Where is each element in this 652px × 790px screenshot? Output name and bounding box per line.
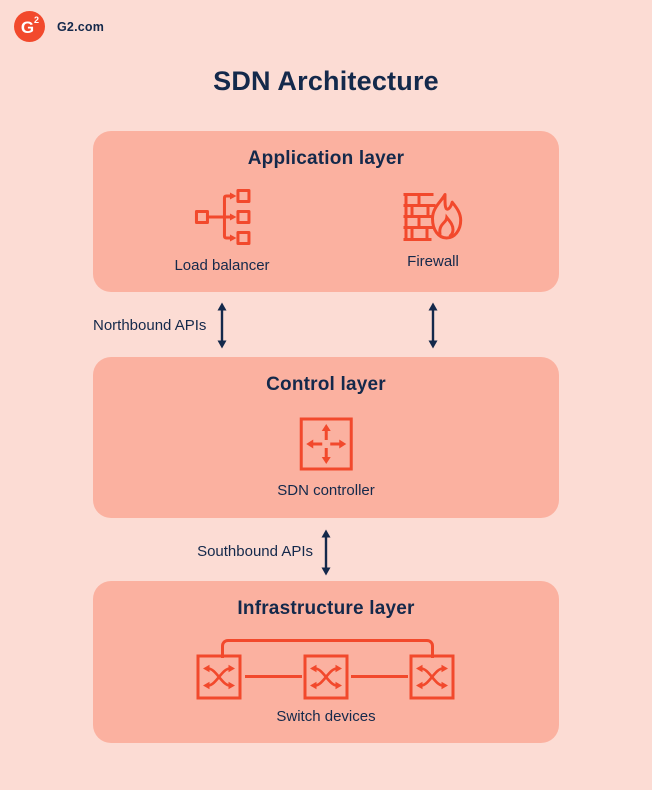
sdn-controller-item: SDN controller <box>277 417 375 499</box>
firewall-item: Firewall <box>403 192 463 270</box>
switch-link-line <box>245 675 302 678</box>
southbound-apis-label: Southbound APIs <box>197 543 313 560</box>
firewall-icon <box>403 193 463 241</box>
logo-letter: G <box>20 17 35 37</box>
infrastructure-layer-box: Infrastructure layer <box>93 581 559 743</box>
page-title: SDN Architecture <box>213 66 439 96</box>
control-layer-title: Control layer <box>266 374 386 395</box>
application-layer-title: Application layer <box>247 148 405 169</box>
double-arrow-icon <box>217 302 227 349</box>
switch-devices-label: Switch devices <box>276 708 376 725</box>
northbound-apis-label: Northbound APIs <box>93 317 207 334</box>
switch-link-line <box>351 675 408 678</box>
switch-icon <box>196 654 242 700</box>
load-balancer-icon <box>194 189 250 245</box>
double-arrow-icon <box>321 529 331 576</box>
double-arrow-icon <box>428 302 438 349</box>
firewall-label: Firewall <box>407 253 459 270</box>
logo-superscript: 2 <box>33 15 39 25</box>
infrastructure-layer-title: Infrastructure layer <box>237 598 415 619</box>
g2-logo-icon: G 2 <box>14 11 45 42</box>
sdn-controller-label: SDN controller <box>277 482 375 499</box>
sdn-controller-icon <box>299 417 353 471</box>
application-layer-box: Application layer Load balancer <box>93 131 559 292</box>
bracket-connector <box>221 639 434 658</box>
brand-text: G2.com <box>57 19 105 34</box>
switch-icon <box>303 654 349 700</box>
header: G 2 G2.com <box>14 11 104 42</box>
control-layer-box: Control layer SDN controller <box>93 357 559 518</box>
load-balancer-item: Load balancer <box>174 188 270 274</box>
load-balancer-label: Load balancer <box>174 257 270 274</box>
switch-icon <box>409 654 455 700</box>
